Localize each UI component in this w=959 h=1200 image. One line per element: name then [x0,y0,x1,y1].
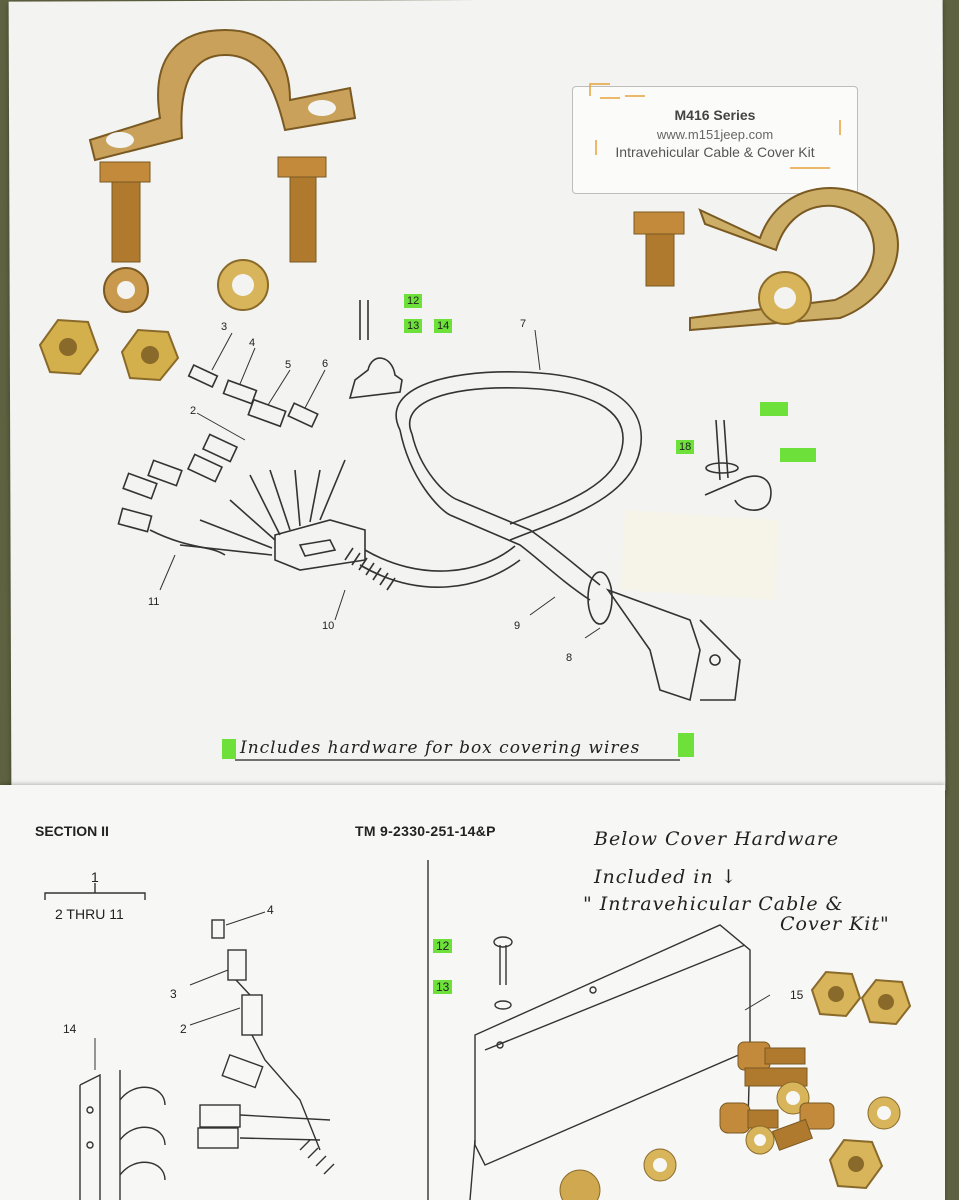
handwritten-line-1: Below Cover Hardware [594,828,840,850]
blank-highlight-1 [760,402,788,416]
glare-patch [620,510,780,600]
group-callout-range: 2 THRU 11 [55,906,124,922]
callout-10: 10 [322,620,335,632]
cable-diagram [117,300,772,702]
callout-6: 6 [322,358,329,370]
bottom-callout-13-highlight: 13 [433,980,453,994]
section-heading: SECTION II [35,823,109,839]
callout-14-highlight: 14 [434,319,453,333]
callout-13-highlight: 13 [404,319,423,333]
callout-9: 9 [514,620,521,632]
label-kit-name: Intravehicular Cable & Cover Kit [615,144,815,160]
handwritten-note: Includes hardware for box covering wires [240,738,641,758]
note-mark-left [222,739,236,759]
brass-hardware-bottom [559,970,912,1200]
callout-5: 5 [285,359,292,371]
bottom-callout-14: 14 [63,1022,77,1036]
bottom-callout-2: 2 [180,1022,187,1036]
callout-18-highlight: 18 [676,440,695,454]
bottom-callout-4: 4 [267,903,274,917]
callout-7: 7 [520,318,527,330]
bottom-callout-3: 3 [170,987,177,1001]
callout-4: 4 [249,337,256,349]
callout-3: 3 [221,321,228,333]
handwritten-line-2: Included in ↓ [594,866,738,888]
handwritten-line-3: " Intravehicular Cable & [583,893,844,915]
group-callout-1: 1 [91,869,99,885]
label-arrows [589,83,841,169]
handwritten-line-4: Cover Kit" [780,913,890,935]
label-website: www.m151jeep.com [656,127,774,142]
callout-2: 2 [190,405,197,417]
note-mark-right [678,733,694,757]
tm-number: TM 9-2330-251-14&P [355,823,496,839]
callout-12-highlight: 12 [404,294,423,308]
bottom-callout-12-highlight: 12 [433,939,453,953]
brass-hardware-top [38,28,899,382]
blank-highlight-2 [780,448,816,462]
callout-8: 8 [566,652,573,664]
kit-label-card: M416 Series www.m151jeep.com Intravehicu… [572,86,858,194]
label-series: M416 Series [674,107,756,123]
bottom-callout-15: 15 [790,988,804,1002]
callout-11: 11 [148,596,160,608]
